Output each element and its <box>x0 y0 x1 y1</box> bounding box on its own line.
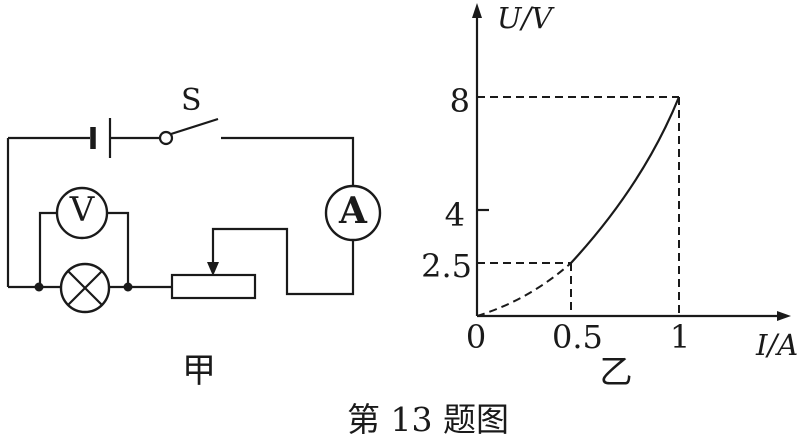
y-axis-label: U/V <box>497 1 553 35</box>
y-tick-label-4: 4 <box>444 196 465 234</box>
x-axis-label: I/A <box>756 328 799 362</box>
voltmeter-label: V <box>69 190 95 230</box>
curve-dashed-segment <box>476 262 572 317</box>
junction-dot-left <box>34 282 44 292</box>
wire-switch-to-ammeter <box>221 136 355 186</box>
rheostat-slider-arrowhead <box>207 262 219 276</box>
lamp-cross-2 <box>67 270 103 306</box>
x-tick-label-0: 0 <box>465 318 487 356</box>
circuit-diagram <box>6 117 382 314</box>
y-tick-label-8: 8 <box>449 82 470 120</box>
ammeter-label: A <box>339 190 367 232</box>
x-tick-label-1: 1 <box>669 318 691 356</box>
x-tick-label-0-5: 0.5 <box>552 318 603 356</box>
rheostat-symbol <box>170 262 257 300</box>
ui-characteristic-graph <box>472 3 791 321</box>
ammeter-symbol <box>324 184 382 242</box>
curve-solid-segment <box>570 96 681 264</box>
y-axis-arrowhead <box>472 3 482 18</box>
figure-caption: 第 13 题图 <box>347 400 509 439</box>
y-tick-label-2-5: 2.5 <box>421 247 472 285</box>
x-axis-arrowhead <box>777 311 791 321</box>
lamp-symbol <box>59 262 111 314</box>
voltmeter-left-lead <box>38 211 57 287</box>
switch-label: S <box>181 83 202 118</box>
circuit-panel-label: 甲 <box>182 351 216 391</box>
voltmeter-right-lead <box>107 211 130 287</box>
voltmeter-symbol <box>38 186 130 287</box>
wire-ammeter-to-rheostat-slider <box>211 227 355 296</box>
battery-symbol <box>90 118 112 158</box>
junction-dot-right <box>123 282 133 292</box>
rheostat-body <box>170 273 257 300</box>
switch-symbol <box>158 117 219 146</box>
graph-panel-label: 乙 <box>599 352 633 391</box>
switch-pivot <box>158 130 174 146</box>
switch-lever <box>170 117 219 136</box>
voltmeter-dial <box>55 186 109 240</box>
